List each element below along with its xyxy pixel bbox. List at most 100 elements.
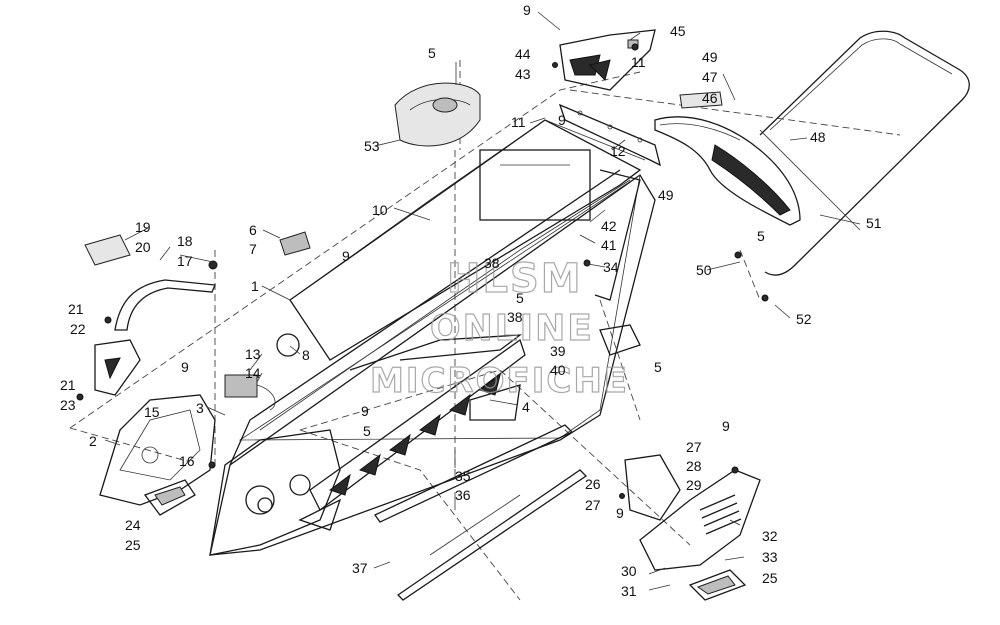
callout: 51 bbox=[866, 215, 882, 231]
callout: 5 bbox=[516, 290, 524, 306]
callout: 21 bbox=[68, 301, 84, 317]
callout: 9 bbox=[616, 505, 624, 521]
rail-cutouts bbox=[328, 373, 501, 496]
callout: 45 bbox=[670, 23, 686, 39]
footrest-cap bbox=[84, 234, 131, 266]
callout: 13 bbox=[245, 346, 261, 362]
callout: 35 bbox=[455, 468, 471, 484]
watermark: HLSM ONLINE MICROFICHE bbox=[369, 255, 629, 401]
callout: 53 bbox=[364, 138, 380, 154]
leader-lines bbox=[104, 11, 861, 591]
callout: 9 bbox=[361, 403, 369, 419]
watermark-line-1: HLSM bbox=[447, 256, 583, 302]
callout: 16 bbox=[179, 453, 195, 469]
callout: 21 bbox=[60, 377, 76, 393]
callout: 9 bbox=[181, 359, 189, 375]
callout: 11 bbox=[511, 114, 526, 130]
callout: 9 bbox=[722, 418, 730, 434]
callout: 2 bbox=[89, 433, 97, 449]
lower-frame-panel bbox=[209, 429, 342, 556]
callout: 46 bbox=[702, 90, 718, 106]
callout: 40 bbox=[550, 362, 566, 378]
footrest-pad-right bbox=[688, 569, 747, 601]
callout: 52 bbox=[796, 311, 812, 327]
callout: 32 bbox=[762, 528, 778, 544]
footrest-bracket bbox=[94, 339, 141, 396]
callout: 9 bbox=[523, 2, 531, 18]
callout: 19 bbox=[135, 219, 151, 235]
small-components bbox=[76, 43, 769, 601]
callout: 42 bbox=[601, 218, 617, 234]
callout: 48 bbox=[810, 129, 826, 145]
watermark-line-3: MICROFICHE bbox=[370, 361, 629, 401]
callout: 30 bbox=[621, 563, 637, 579]
callout: 27 bbox=[686, 439, 702, 455]
callout: 6 bbox=[249, 222, 257, 238]
mount-plate bbox=[599, 324, 641, 356]
callout: 38 bbox=[484, 255, 500, 271]
callout: 18 bbox=[177, 233, 193, 249]
callout: 5 bbox=[363, 423, 371, 439]
callout: 47 bbox=[702, 69, 718, 85]
callout: 33 bbox=[762, 549, 778, 565]
callout: 12 bbox=[610, 143, 626, 159]
callout-labels: 1 2 3 4 5 5 5 5 5 6 7 8 9 9 9 9 9 9 9 10… bbox=[60, 2, 882, 599]
callout: 10 bbox=[372, 202, 388, 218]
seat-cushion bbox=[394, 82, 481, 147]
axle-rods bbox=[374, 424, 588, 601]
tunnel-assembly bbox=[209, 119, 656, 556]
callout: 24 bbox=[125, 517, 141, 533]
callout: 34 bbox=[603, 259, 619, 275]
reference-lines bbox=[69, 60, 901, 601]
slide-rail bbox=[309, 334, 526, 511]
cross-bracket bbox=[558, 103, 661, 167]
callout: 22 bbox=[70, 321, 86, 337]
callout: 38 bbox=[507, 309, 523, 325]
footrest-pad-left bbox=[143, 479, 196, 516]
callout: 26 bbox=[585, 476, 601, 492]
callout: 31 bbox=[621, 583, 637, 599]
vent-slots bbox=[699, 494, 742, 535]
callout: 5 bbox=[757, 228, 765, 244]
callout: 15 bbox=[144, 404, 160, 420]
callout: 4 bbox=[522, 399, 530, 415]
tail-light-assembly bbox=[654, 116, 801, 226]
callout: 29 bbox=[686, 477, 702, 493]
callout: 25 bbox=[762, 570, 778, 586]
callout: 8 bbox=[302, 347, 310, 363]
callout: 37 bbox=[352, 560, 368, 576]
callout: 25 bbox=[125, 537, 141, 553]
callout: 7 bbox=[249, 241, 257, 257]
callout: 28 bbox=[686, 458, 702, 474]
callout: 9 bbox=[342, 248, 350, 264]
rear-bracket bbox=[559, 29, 656, 91]
callout: 50 bbox=[696, 262, 712, 278]
callout: 3 bbox=[196, 400, 204, 416]
grab-handle bbox=[114, 279, 216, 331]
callout: 49 bbox=[658, 187, 674, 203]
callout: 44 bbox=[515, 46, 531, 62]
left-side-panel bbox=[99, 394, 216, 506]
lens bbox=[679, 91, 723, 109]
callout: 36 bbox=[455, 487, 471, 503]
callout: 5 bbox=[654, 359, 662, 375]
callout: 39 bbox=[550, 343, 566, 359]
callout: 49 bbox=[702, 49, 718, 65]
callout: 9 bbox=[558, 112, 566, 128]
callout: 5 bbox=[428, 45, 436, 61]
callout: 1 bbox=[251, 278, 259, 294]
cable-clamp bbox=[279, 231, 311, 256]
callout: 14 bbox=[245, 365, 261, 381]
callout: 43 bbox=[515, 66, 531, 82]
callout: 17 bbox=[177, 253, 193, 269]
callout: 41 bbox=[601, 237, 617, 253]
callout: 20 bbox=[135, 239, 151, 255]
control-module bbox=[224, 374, 258, 398]
callout: 27 bbox=[585, 497, 601, 513]
right-side-flap bbox=[624, 454, 681, 521]
fuel-cap bbox=[276, 333, 300, 357]
rear-bumper bbox=[759, 30, 970, 276]
callout: 23 bbox=[60, 397, 76, 413]
